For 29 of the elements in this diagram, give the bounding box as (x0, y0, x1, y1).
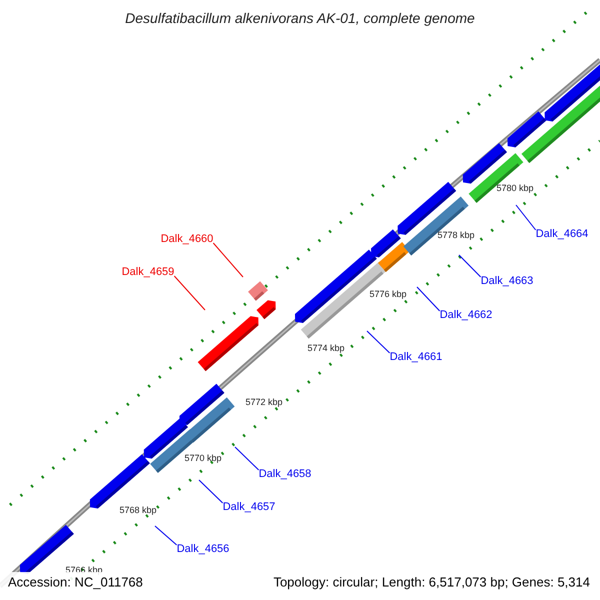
gene-label: Dalk_4662 (440, 309, 492, 321)
genome-stats-label: Topology: circular; Length: 6,517,073 bp; Genes: 5,314 (273, 574, 590, 590)
tick-label: 5772 kbp (245, 397, 283, 407)
tick-label: 5778 kbp (437, 230, 475, 240)
leader-line (516, 204, 536, 230)
leader-line (366, 330, 390, 354)
leader-line (234, 446, 260, 470)
leader-line (458, 254, 482, 278)
tick-label: 5768 kbp (119, 505, 157, 515)
gene-label: Dalk_4661 (390, 351, 442, 363)
tick-label: 5776 kbp (369, 289, 407, 299)
tick-label: 5774 kbp (307, 343, 345, 353)
leader-line (198, 480, 224, 504)
leader-line (416, 286, 440, 312)
accession-label: Accession: NC_011768 (8, 574, 143, 590)
tick-label: 5770 kbp (184, 453, 222, 463)
gene-label: Dalk_4656 (176, 543, 230, 555)
gene-label: Dalk_4664 (536, 228, 588, 240)
gene-label: Dalk_4663 (480, 275, 534, 287)
leader-line (174, 276, 206, 310)
tick-label: 5780 kbp (496, 183, 534, 193)
gene-label: Dalk_4660 (160, 233, 214, 245)
map-title: Desulfatibacillum alkenivorans AK-01, complete genome (125, 10, 475, 26)
gene-label: Dalk_4659 (122, 266, 174, 278)
tick-label: 5766 kbp (65, 565, 103, 575)
gene-label: Dalk_4657 (222, 501, 276, 513)
leader-line (154, 526, 178, 546)
leader-line (212, 242, 244, 278)
gene-label: Dalk_4658 (258, 468, 312, 480)
